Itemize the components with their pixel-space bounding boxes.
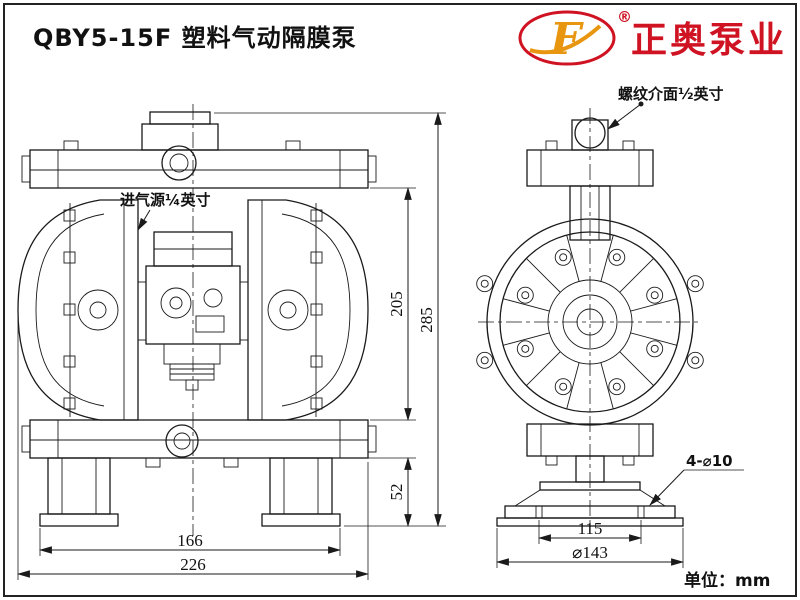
dim-side-flange-diameter: ⌀143 <box>572 543 608 562</box>
logo-swoosh-icon <box>529 24 602 55</box>
page-title: QBY5-15F 塑料气动隔膜泵 <box>33 24 357 52</box>
side-dimensions: 115 ⌀143 <box>495 519 685 568</box>
air-inlet-callout: 进气源¼英寸 <box>120 191 211 231</box>
front-view <box>17 104 377 536</box>
front-dimensions: 205 285 52 166 226 <box>16 111 446 580</box>
sheet-border <box>3 3 797 597</box>
side-view <box>476 108 704 530</box>
dim-front-foot-span: 166 <box>177 531 203 550</box>
air-inlet-label: 进气源¼英寸 <box>120 191 211 209</box>
dim-front-foot-height: 52 <box>387 484 406 501</box>
company-logo: F ® 正奥泵业 <box>518 8 787 66</box>
company-name: 正奥泵业 <box>631 20 787 61</box>
unit-label: 单位：mm <box>684 570 770 591</box>
dim-side-base-hole-span: 115 <box>578 519 603 538</box>
thread-interface-callout: 螺纹介面½英寸 <box>607 85 724 130</box>
dim-front-total-height: 285 <box>417 307 436 333</box>
logo-monogram: F <box>548 14 584 65</box>
bolt-holes-callout: 4-⌀10 <box>649 452 744 506</box>
dim-front-total-width: 226 <box>180 555 206 574</box>
bolt-holes-label: 4-⌀10 <box>686 452 733 470</box>
registered-mark: ® <box>617 8 632 26</box>
dim-front-upper-height: 205 <box>387 291 406 317</box>
thread-interface-label: 螺纹介面½英寸 <box>618 85 724 103</box>
logo-oval <box>518 10 616 66</box>
